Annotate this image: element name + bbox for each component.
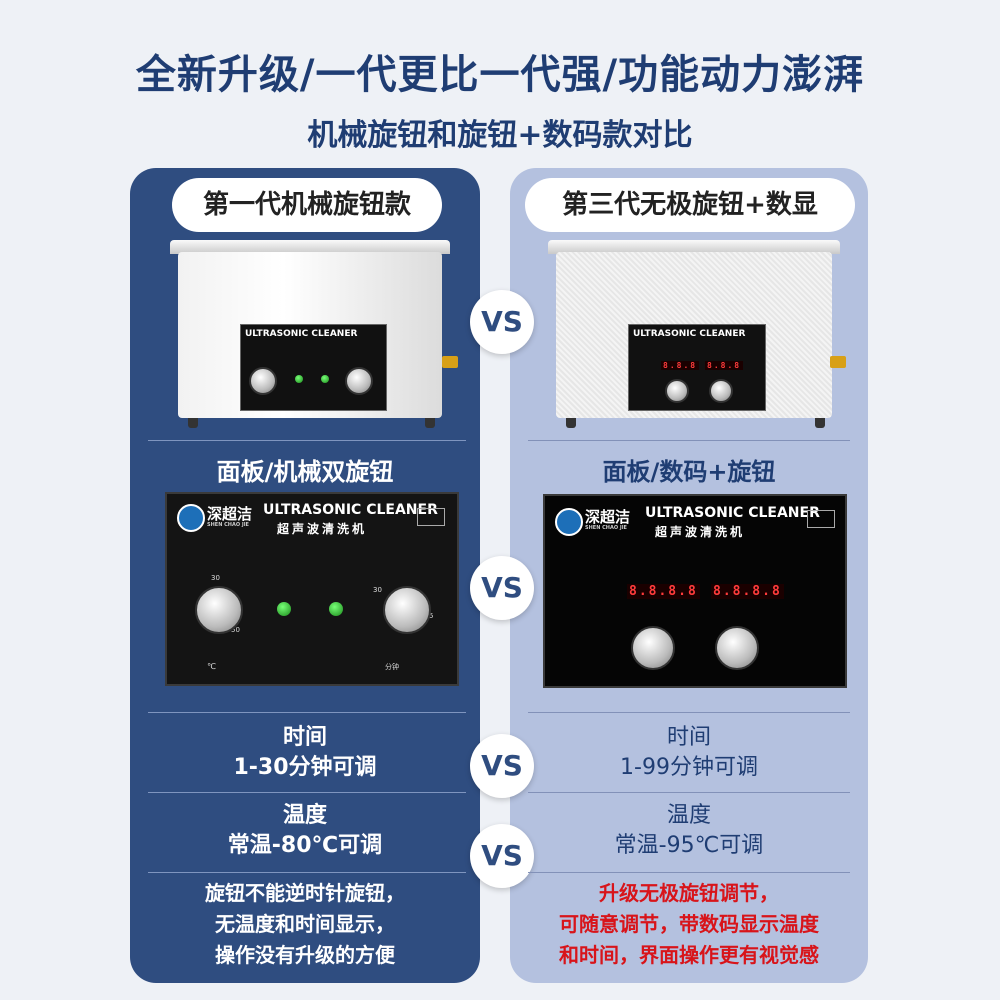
left-temp-value: 常温-80℃可调: [227, 833, 383, 858]
left-panel-title: 面板/机械双旋钮: [216, 458, 394, 486]
brand-logo-icon: [177, 504, 205, 532]
note-line: 无温度和时间显示，: [215, 912, 395, 936]
left-control-panel: 深超洁 SHEN CHAO JIE ULTRASONIC CLEANER 超声波…: [165, 492, 459, 686]
drain-valve-icon: [442, 356, 458, 368]
left-temp-title: 温度: [282, 803, 327, 828]
temperature-knob[interactable]: [195, 586, 243, 634]
divider: [528, 792, 850, 793]
divider: [148, 872, 466, 873]
right-note: 升级无极旋钮调节， 可随意调节，带数码显示温度 和时间，界面操作更有视觉感: [510, 878, 868, 971]
vs-badge: VS: [470, 734, 534, 798]
right-time-title: 时间: [666, 725, 711, 750]
divider: [148, 792, 466, 793]
divider: [528, 872, 850, 873]
note-line: 操作没有升级的方便: [215, 943, 395, 967]
right-tag: 第三代无极旋钮+数显: [525, 178, 855, 232]
temperature-display: 8.8.8.8: [627, 584, 700, 599]
product-name-en: ULTRASONIC CLEANER: [645, 505, 820, 521]
left-time-value: 1-30分钟可调: [233, 755, 377, 780]
vs-badge: VS: [470, 824, 534, 888]
note-line: 可随意调节，带数码显示温度: [559, 912, 819, 936]
timer-knob[interactable]: [383, 586, 431, 634]
brand-pinyin: SHEN CHAO JIE: [207, 522, 249, 528]
timer-display: 8.8.8.8: [711, 584, 784, 599]
brand-pinyin: SHEN CHAO JIE: [585, 525, 627, 531]
headline: 全新升级/一代更比一代强/功能动力澎湃: [135, 52, 865, 98]
divider: [148, 440, 466, 441]
wash-icon: [417, 508, 445, 526]
note-line: 升级无极旋钮调节，: [599, 881, 779, 905]
brand-name: 深超洁: [585, 508, 631, 526]
note-line: 和时间，界面操作更有视觉感: [559, 943, 819, 967]
right-panel-title: 面板/数码+旋钮: [602, 458, 776, 486]
product-name-cn: 超声波清洗机: [277, 522, 368, 536]
product-name-en: ULTRASONIC CLEANER: [263, 502, 438, 518]
temperature-knob[interactable]: [631, 626, 675, 670]
subheadline: 机械旋钮和旋钮+数码款对比: [307, 118, 693, 153]
brand-logo-icon: [555, 508, 583, 536]
right-time-value: 1-99分钟可调: [620, 755, 758, 780]
wash-icon: [807, 510, 835, 528]
left-tag: 第一代机械旋钮款: [172, 178, 442, 232]
timer-knob[interactable]: [715, 626, 759, 670]
vs-badge: VS: [470, 556, 534, 620]
right-temp-value: 常温-95℃可调: [614, 833, 764, 858]
work-led: [329, 602, 343, 616]
product-name-cn: 超声波清洗机: [655, 525, 746, 539]
left-time-title: 时间: [282, 725, 327, 750]
divider: [528, 712, 850, 713]
right-temp-title: 温度: [666, 803, 711, 828]
vs-badge: VS: [470, 290, 534, 354]
brand-name: 深超洁: [207, 505, 253, 523]
drain-valve-icon: [830, 356, 846, 368]
divider: [528, 440, 850, 441]
left-note: 旋钮不能逆时针旋钮， 无温度和时间显示， 操作没有升级的方便: [130, 878, 480, 971]
right-control-panel: 深超洁 SHEN CHAO JIE ULTRASONIC CLEANER 超声波…: [543, 494, 847, 688]
divider: [148, 712, 466, 713]
note-line: 旋钮不能逆时针旋钮，: [205, 881, 405, 905]
power-led: [277, 602, 291, 616]
